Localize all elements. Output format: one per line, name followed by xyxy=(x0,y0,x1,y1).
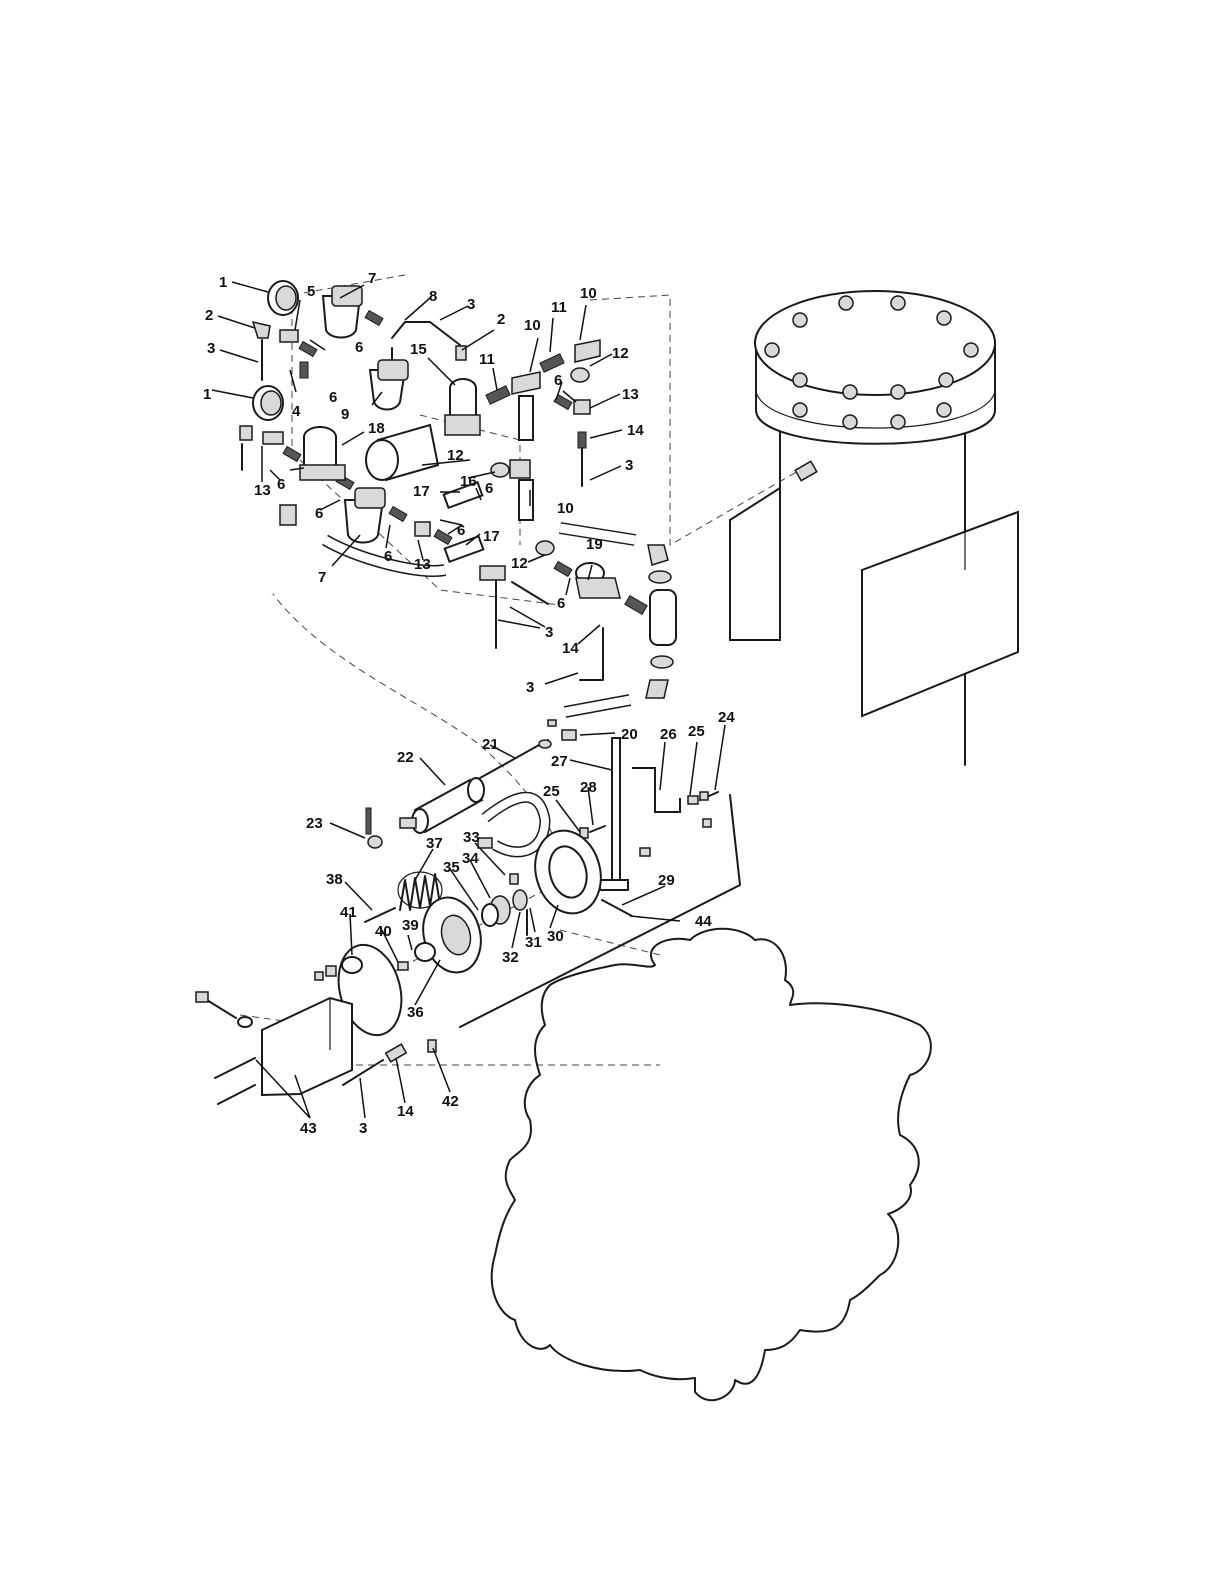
callout-3e: 3 xyxy=(526,679,534,696)
callout-8: 8 xyxy=(429,288,437,305)
callout-35: 35 xyxy=(443,859,460,876)
callout-12c: 12 xyxy=(511,555,528,572)
air-cylinder-22 xyxy=(400,778,484,833)
upper-piping xyxy=(240,281,676,712)
callout-5: 5 xyxy=(307,283,315,300)
callout-12a: 12 xyxy=(612,345,629,362)
callout-19: 19 xyxy=(586,536,603,553)
callout-38: 38 xyxy=(326,871,343,888)
callout-2a: 2 xyxy=(205,307,213,324)
callout-32: 32 xyxy=(502,949,519,966)
strainer-lower xyxy=(345,488,385,543)
callout-16: 16 xyxy=(460,473,477,490)
callout-6e: 6 xyxy=(384,548,392,565)
callout-30: 30 xyxy=(547,928,564,945)
callout-20: 20 xyxy=(621,726,638,743)
callout-43: 43 xyxy=(300,1120,317,1137)
callout-24: 24 xyxy=(718,709,735,726)
callout-21: 21 xyxy=(482,736,499,753)
callout-41: 41 xyxy=(340,904,357,921)
callout-3a: 3 xyxy=(207,340,215,357)
solenoid-valve-19 xyxy=(576,563,620,598)
callout-25a: 25 xyxy=(688,723,705,740)
callout-6d: 6 xyxy=(315,505,323,522)
callout-14a: 14 xyxy=(627,422,644,439)
callout-26: 26 xyxy=(660,726,677,743)
callout-6b: 6 xyxy=(355,339,363,356)
callout-42: 42 xyxy=(442,1093,459,1110)
callout-27: 27 xyxy=(551,753,568,770)
assembly-lines xyxy=(240,275,800,1065)
callout-14b: 14 xyxy=(562,640,579,657)
callout-4: 4 xyxy=(292,403,301,420)
actuator-assembly xyxy=(196,720,740,1104)
strainer-middle xyxy=(370,360,408,410)
callout-6c: 6 xyxy=(277,476,285,493)
callout-44: 44 xyxy=(695,913,712,930)
callout-6i: 6 xyxy=(557,595,565,612)
callout-3f: 3 xyxy=(359,1120,367,1137)
callout-14c: 14 xyxy=(397,1103,414,1120)
callout-28: 28 xyxy=(580,779,597,796)
callout-6g: 6 xyxy=(457,522,465,539)
diaphragm-36 xyxy=(415,891,489,979)
callout-15: 15 xyxy=(410,341,427,358)
callout-29: 29 xyxy=(658,872,675,889)
callout-10c: 10 xyxy=(557,500,574,517)
callout-7b: 7 xyxy=(318,569,326,586)
callout-23: 23 xyxy=(306,815,323,832)
callout-10a: 10 xyxy=(524,317,541,334)
callout-18: 18 xyxy=(368,420,385,437)
callout-31: 31 xyxy=(525,934,542,951)
tank-assembly xyxy=(730,291,1018,765)
callout-11a: 11 xyxy=(551,299,567,316)
callout-1a: 1 xyxy=(219,274,227,291)
callout-17a: 17 xyxy=(413,483,430,500)
callout-36: 36 xyxy=(407,1004,424,1021)
callout-2b: 2 xyxy=(497,311,505,328)
callout-9: 9 xyxy=(341,406,349,423)
callout-13b: 13 xyxy=(254,482,271,499)
callout-6h: 6 xyxy=(554,372,562,389)
callout-17b: 17 xyxy=(483,528,500,545)
callout-6f: 6 xyxy=(485,480,493,497)
callout-6a: 6 xyxy=(329,389,337,406)
callout-34: 34 xyxy=(462,850,479,867)
callout-39: 39 xyxy=(402,917,419,934)
callout-1b: 1 xyxy=(203,386,211,403)
strainer-top xyxy=(323,286,362,338)
callout-10b: 10 xyxy=(580,285,597,302)
engine-outline xyxy=(492,929,931,1400)
callout-13a: 13 xyxy=(622,386,639,403)
callout-7a: 7 xyxy=(368,270,376,287)
callout-3c: 3 xyxy=(625,457,633,474)
callout-11b: 11 xyxy=(479,351,495,368)
callout-33: 33 xyxy=(463,829,480,846)
callout-22: 22 xyxy=(397,749,414,766)
callout-40: 40 xyxy=(375,923,392,940)
callout-13c: 13 xyxy=(414,556,431,573)
callout-12b: 12 xyxy=(447,447,464,464)
callout-3b: 3 xyxy=(467,296,475,313)
solenoid-valve-15 xyxy=(445,379,480,435)
callout-37: 37 xyxy=(426,835,443,852)
solenoid-valve-18 xyxy=(300,427,345,480)
callout-3d: 3 xyxy=(545,624,553,641)
callout-25b: 25 xyxy=(543,783,560,800)
